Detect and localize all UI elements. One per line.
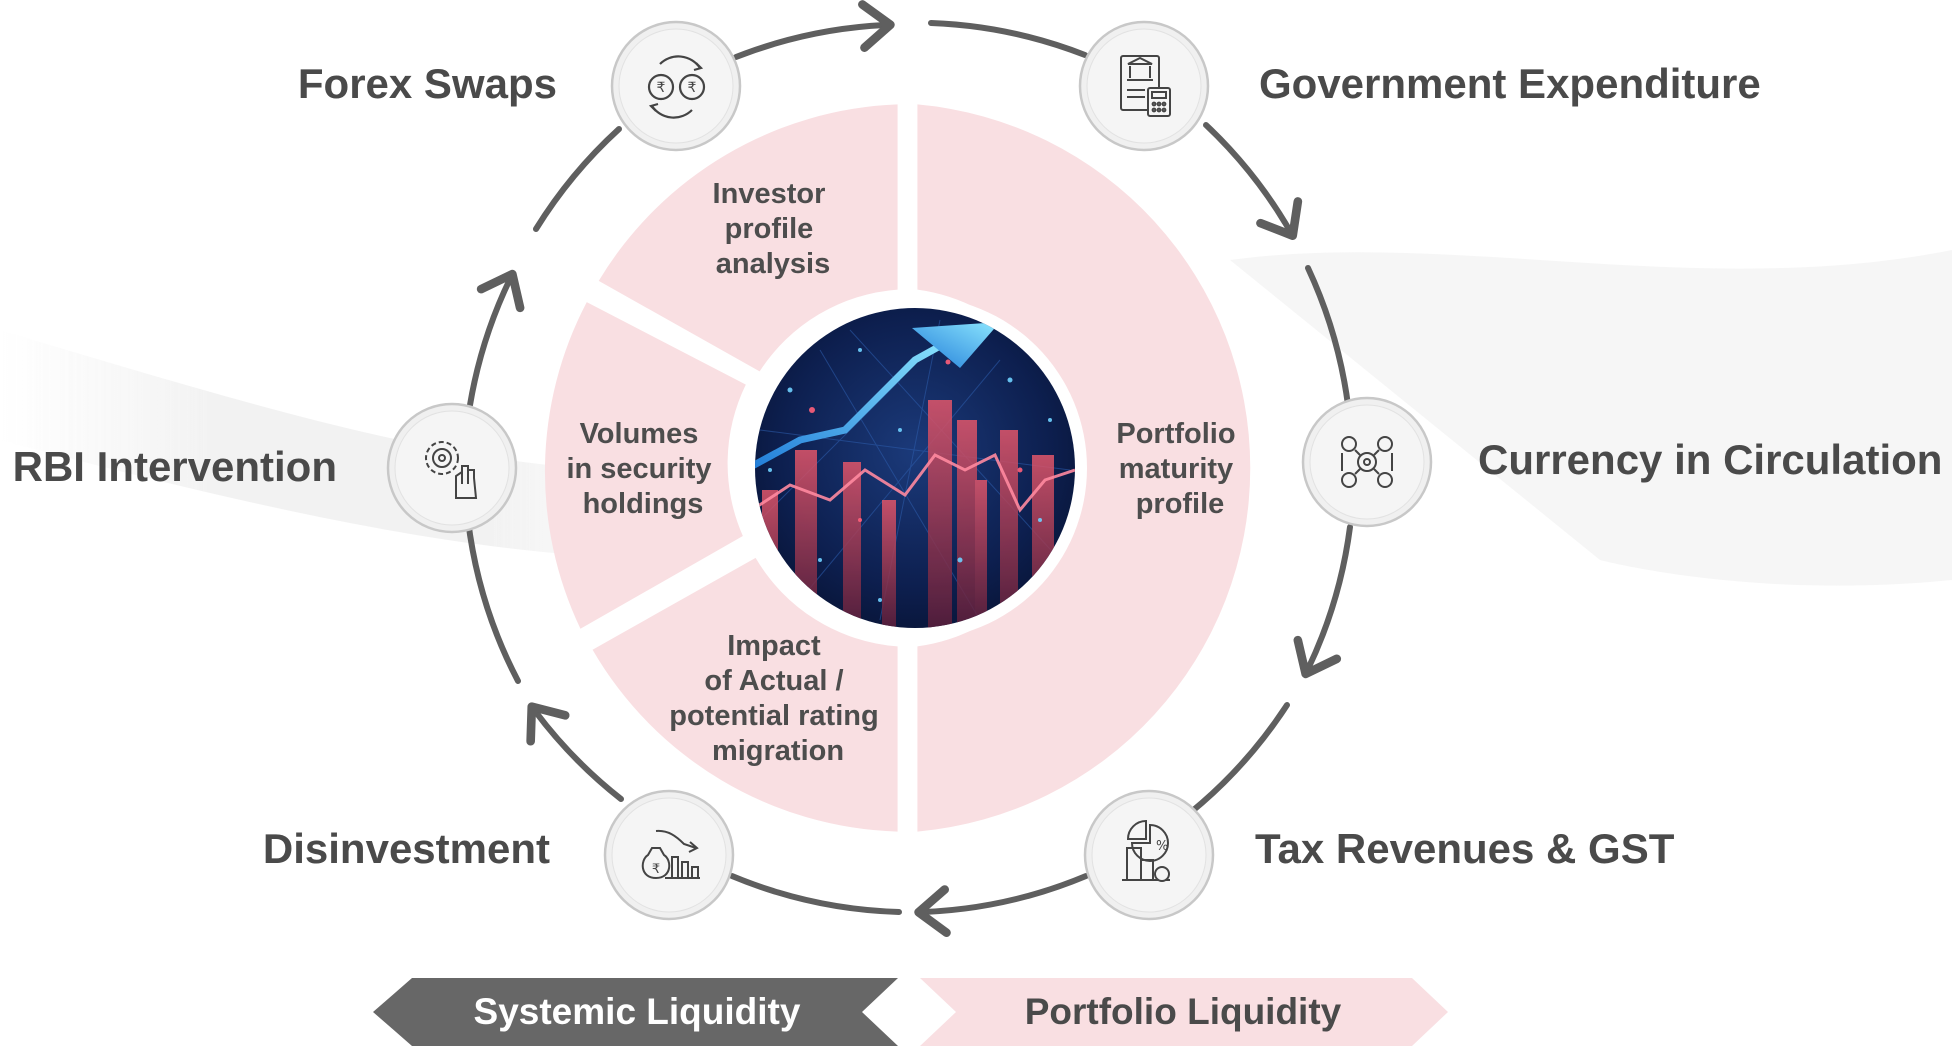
inner-ring [544,104,1251,832]
label-disinvestment: Disinvestment [263,825,550,872]
label-tax-revenues: Tax Revenues & GST [1255,825,1675,872]
gear-hand-icon [425,441,478,499]
segment-rating [592,557,898,832]
label-government-expenditure: Government Expenditure [1259,60,1761,107]
arc-arrow-8 [729,873,902,915]
label-forex-swaps: Forex Swaps [298,60,557,107]
segment-label-maturity: Portfolio maturity profile [1116,418,1243,520]
arc-arrow-2 [928,20,1088,58]
banner-portfolio-label: Portfolio Liquidity [1025,991,1342,1032]
segment-label-rating: Impact of Actual / potential rating migr… [669,630,887,767]
arc-arrow-11 [467,269,525,408]
arc-arrow-5 [1293,524,1353,679]
inner-labels: Investor profile analysis Volumes in sec… [566,178,1243,767]
rupee-exchange-icon [647,55,706,119]
node-government-expenditure [1078,20,1210,152]
svg-text:₹: ₹ [652,862,660,877]
arc-arrow-1 [733,0,895,60]
arc-arrow-12 [533,126,622,232]
arc-arrow-7 [914,873,1089,938]
tax-pie-icon: % [1122,819,1170,882]
currency-network-icon [1341,436,1393,488]
banner-systemic-label: Systemic Liquidity [474,991,801,1032]
node-rbi-intervention [386,402,518,534]
node-currency-in-circulation [1301,396,1433,528]
segment-investor-profile [598,104,898,372]
node-tax-revenues: % [1083,789,1215,921]
arc-arrow-4 [1305,265,1351,408]
segment-label-investor-profile: Investor profile analysis [713,178,834,280]
arc-arrow-3 [1203,122,1303,240]
svg-text:₹: ₹ [688,80,697,96]
label-currency-in-circulation: Currency in Circulation [1478,436,1942,483]
banners: Systemic Liquidity Portfolio Liquidity [373,978,1448,1046]
arc-arrow-9 [526,702,624,802]
segment-label-volumes: Volumes in security holdings [566,418,719,520]
node-disinvestment: ₹ [603,789,735,921]
segment-volumes [544,302,746,629]
segment-maturity [917,104,1251,832]
banner-portfolio-liquidity: Portfolio Liquidity [920,978,1448,1046]
arc-arrow-10 [465,517,521,684]
svg-text:%: % [1156,839,1168,854]
banner-systemic-liquidity: Systemic Liquidity [373,978,898,1046]
background-swoosh [0,250,1952,586]
financial-growth-chart-image [743,296,1087,640]
government-budget-icon [1120,55,1171,117]
node-forex-swaps: ₹ ₹ [610,20,742,152]
svg-text:₹: ₹ [657,80,666,96]
outer-nodes: ₹ ₹ [386,20,1433,921]
money-bag-decline-icon [641,829,700,880]
outer-labels: Forex Swaps Government Expenditure Curre… [13,60,1943,872]
label-rbi-intervention: RBI Intervention [13,443,337,490]
